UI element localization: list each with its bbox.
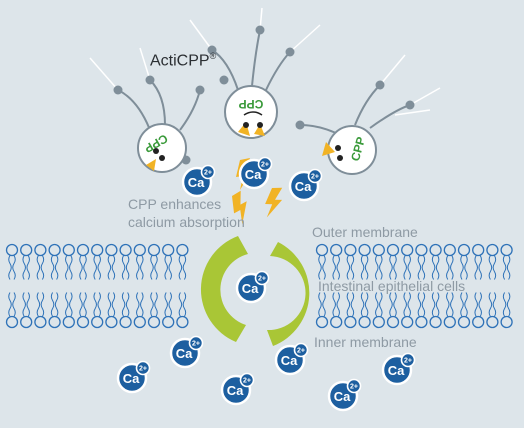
lipid-molecule [429, 243, 442, 281]
calcium-channel [200, 236, 310, 346]
calcium-ion [274, 342, 309, 376]
lipid-molecule [62, 243, 75, 281]
lipid-molecule [386, 291, 400, 329]
calcium-ion [235, 270, 270, 304]
lipid-molecule [119, 243, 132, 281]
lipid-molecule [401, 243, 414, 281]
lipid-molecule [20, 243, 33, 281]
lipid-molecule [176, 243, 189, 281]
lipid-molecule [162, 291, 175, 329]
calcium-ion [181, 164, 216, 198]
calcium-ion [169, 335, 204, 369]
calcium-ion [220, 372, 255, 406]
lipid-molecule [401, 291, 414, 329]
lipid-molecule [330, 291, 343, 329]
lipid-molecule [133, 291, 146, 329]
calcium-ion [238, 156, 273, 190]
lipid-molecule [472, 291, 485, 329]
lipid-molecule [457, 243, 471, 281]
lipid-molecule [330, 243, 343, 281]
lipid-molecule [486, 291, 499, 329]
svg-text:CPP: CPP [348, 135, 368, 162]
lipid-molecule [20, 291, 33, 329]
lipid-molecule [415, 291, 428, 329]
lipid-molecule [472, 243, 485, 281]
lipid-molecule [119, 291, 132, 329]
lipid-molecule [315, 291, 329, 329]
lipid-molecule [315, 243, 329, 281]
calcium-ion [381, 352, 416, 386]
lipid-molecule [372, 291, 385, 329]
lipid-molecule [429, 291, 442, 329]
lipid-molecule [34, 243, 47, 281]
lipid-molecule [176, 291, 189, 329]
brand-title: ActiCPP® [150, 48, 216, 69]
membrane-left [5, 243, 189, 329]
cpp-molecule-center: CPP [189, 7, 321, 139]
lipid-molecule [358, 291, 371, 329]
lipid-molecule [443, 243, 456, 281]
lipid-molecule [457, 291, 471, 329]
lipid-molecule [5, 291, 19, 329]
lipid-molecule [91, 291, 104, 329]
lipid-molecule [500, 291, 513, 329]
lipid-molecule [415, 243, 428, 281]
calcium-ion [116, 360, 151, 394]
outer-membrane-label: Outer membrane [312, 224, 418, 240]
lipid-molecule [147, 243, 161, 281]
lipid-molecule [48, 291, 61, 329]
calcium-ion [327, 378, 362, 412]
lipid-molecule [133, 243, 146, 281]
lipid-molecule [162, 243, 175, 281]
lipid-molecule [76, 243, 90, 281]
inner-membrane-label: Inner membrane [314, 334, 417, 350]
calcium-ion [288, 168, 323, 202]
lipid-molecule [443, 291, 456, 329]
lipid-molecule [5, 243, 19, 281]
lipid-molecule [358, 243, 371, 281]
lipid-molecule [48, 243, 61, 281]
lipid-molecule [386, 243, 400, 281]
epithelial-cells-label: Intestinal epithelial cells [318, 278, 466, 294]
lightning-icon [262, 185, 285, 220]
registered-mark: ® [209, 51, 217, 61]
lipid-molecule [344, 243, 357, 281]
svg-text:CPP: CPP [239, 97, 264, 111]
lipid-molecule [500, 243, 513, 281]
lipid-molecule [62, 291, 75, 329]
lipid-molecule [34, 291, 47, 329]
enhances-label-line1: CPP enhances [128, 196, 222, 212]
lipid-molecule [344, 291, 357, 329]
lipid-molecule [147, 291, 161, 329]
lipid-molecule [105, 291, 118, 329]
brand-name: ActiCPP [150, 52, 210, 70]
lipid-molecule [105, 243, 118, 281]
lipid-molecule [486, 243, 499, 281]
cpp-molecule-left: CPP [89, 47, 205, 173]
lipid-molecule [372, 243, 385, 281]
cpp-molecule-right: CPP [295, 54, 441, 175]
enhances-label-line2: calcium absorption [128, 214, 245, 230]
lipid-molecule [91, 243, 104, 281]
lipid-molecule [76, 291, 90, 329]
